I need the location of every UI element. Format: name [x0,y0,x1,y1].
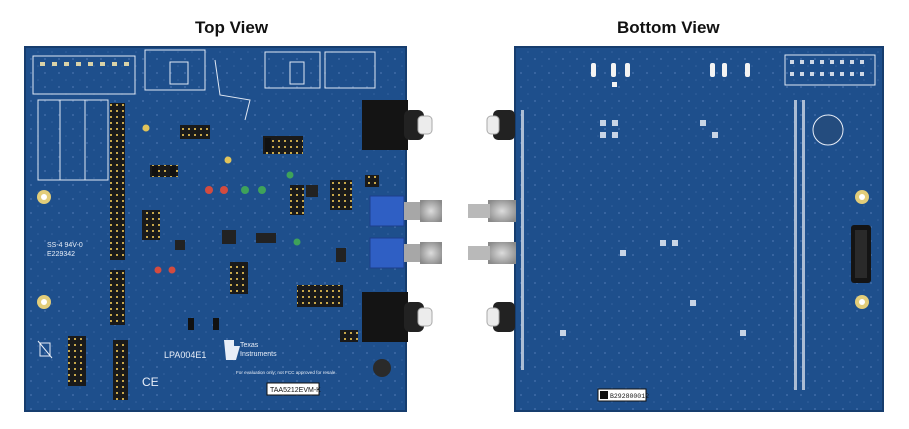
part-number-text: LPA004E1 [164,350,206,360]
ce-mark-text: CE [142,375,159,389]
brand-line1-text: Texas [240,342,259,349]
bottom-view-caption: Bottom View [617,18,720,37]
rating-line1-text: SS-4 94V-0 [47,242,83,249]
brand-line2-text: Instruments [240,351,277,358]
serial-label-text: B292800012 [610,393,649,400]
weee-bin-icon [39,342,51,357]
rating-line2-text: E229342 [47,251,75,258]
bottom-board [468,46,884,412]
texas-logo-mark [224,340,240,360]
top-view-caption: Top View [195,18,269,37]
model-label-text: TAA5212EVM-K [270,387,321,394]
fcc-note-text: For evaluation only; not FCC approved fo… [236,370,337,375]
top-board [24,46,442,412]
